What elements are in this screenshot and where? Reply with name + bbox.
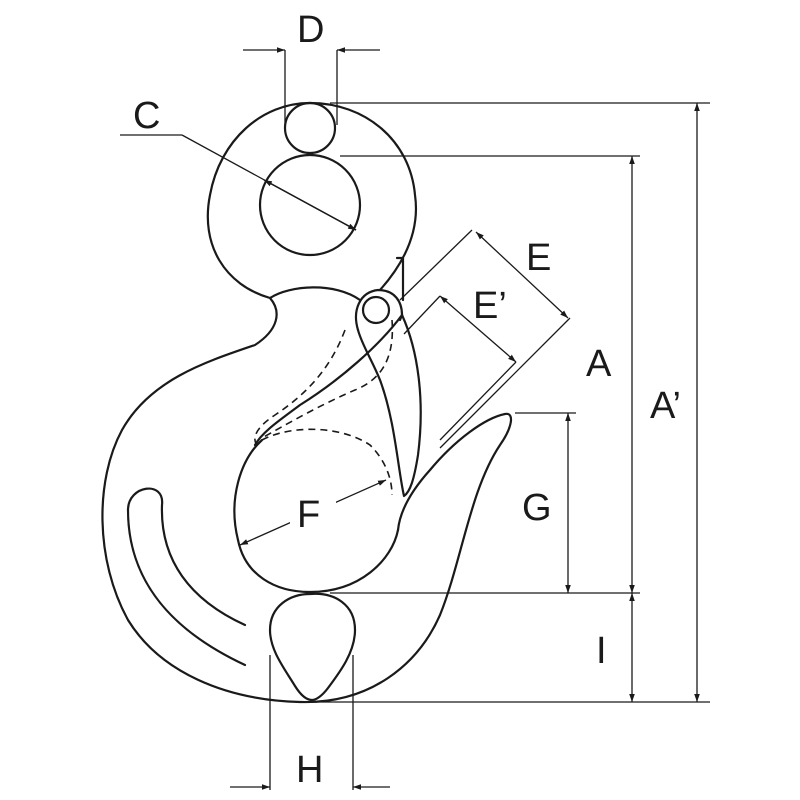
dim-e-ext-bottom: [439, 317, 571, 449]
dim-e-line: [475, 231, 569, 319]
eye-outer-ring: [206, 101, 417, 300]
bottom-teardrop: [268, 592, 357, 702]
latch-pivot-housing: [354, 288, 404, 332]
latch-pivot-pin: [361, 295, 391, 325]
label-c: C: [133, 95, 160, 137]
dim-c-arrow-back: [263, 179, 357, 231]
latch-tongue: [253, 313, 404, 447]
label-f: F: [297, 494, 320, 536]
eye-pin-circle: [283, 101, 337, 155]
hook-body: [101, 101, 513, 704]
dimension-labels: D C E E’ A A’ G F I H: [133, 9, 681, 791]
dim-e-prime-ext-top: [403, 295, 441, 335]
safety-latch: [253, 288, 422, 498]
hidden-lines: [254, 319, 394, 496]
latch-arm: [356, 313, 422, 498]
neck-right-edge: [395, 256, 405, 302]
label-g: G: [522, 487, 552, 529]
label-a: A: [586, 343, 612, 385]
dimension-lines: [120, 47, 710, 790]
label-a-prime: A’: [650, 385, 681, 427]
load-circle-dashed: [261, 428, 393, 496]
throat-bottom-arc: [236, 528, 400, 594]
dim-e-prime-line: [439, 295, 517, 363]
label-e-prime: E’: [473, 285, 507, 327]
hook-outer-profile: [101, 286, 513, 704]
throat-left-arc: [233, 438, 264, 542]
label-h: H: [296, 749, 323, 791]
hook-inner-slot: [126, 487, 247, 667]
label-d: D: [297, 9, 324, 51]
label-e: E: [526, 237, 551, 279]
dim-e-prime-ext-bottom: [439, 361, 517, 441]
label-i: I: [596, 630, 607, 672]
dim-e-ext-top: [399, 229, 473, 301]
label-f-background: [290, 484, 336, 530]
latch-open-position-inner: [261, 319, 394, 439]
eye-inner-hole: [258, 153, 362, 257]
